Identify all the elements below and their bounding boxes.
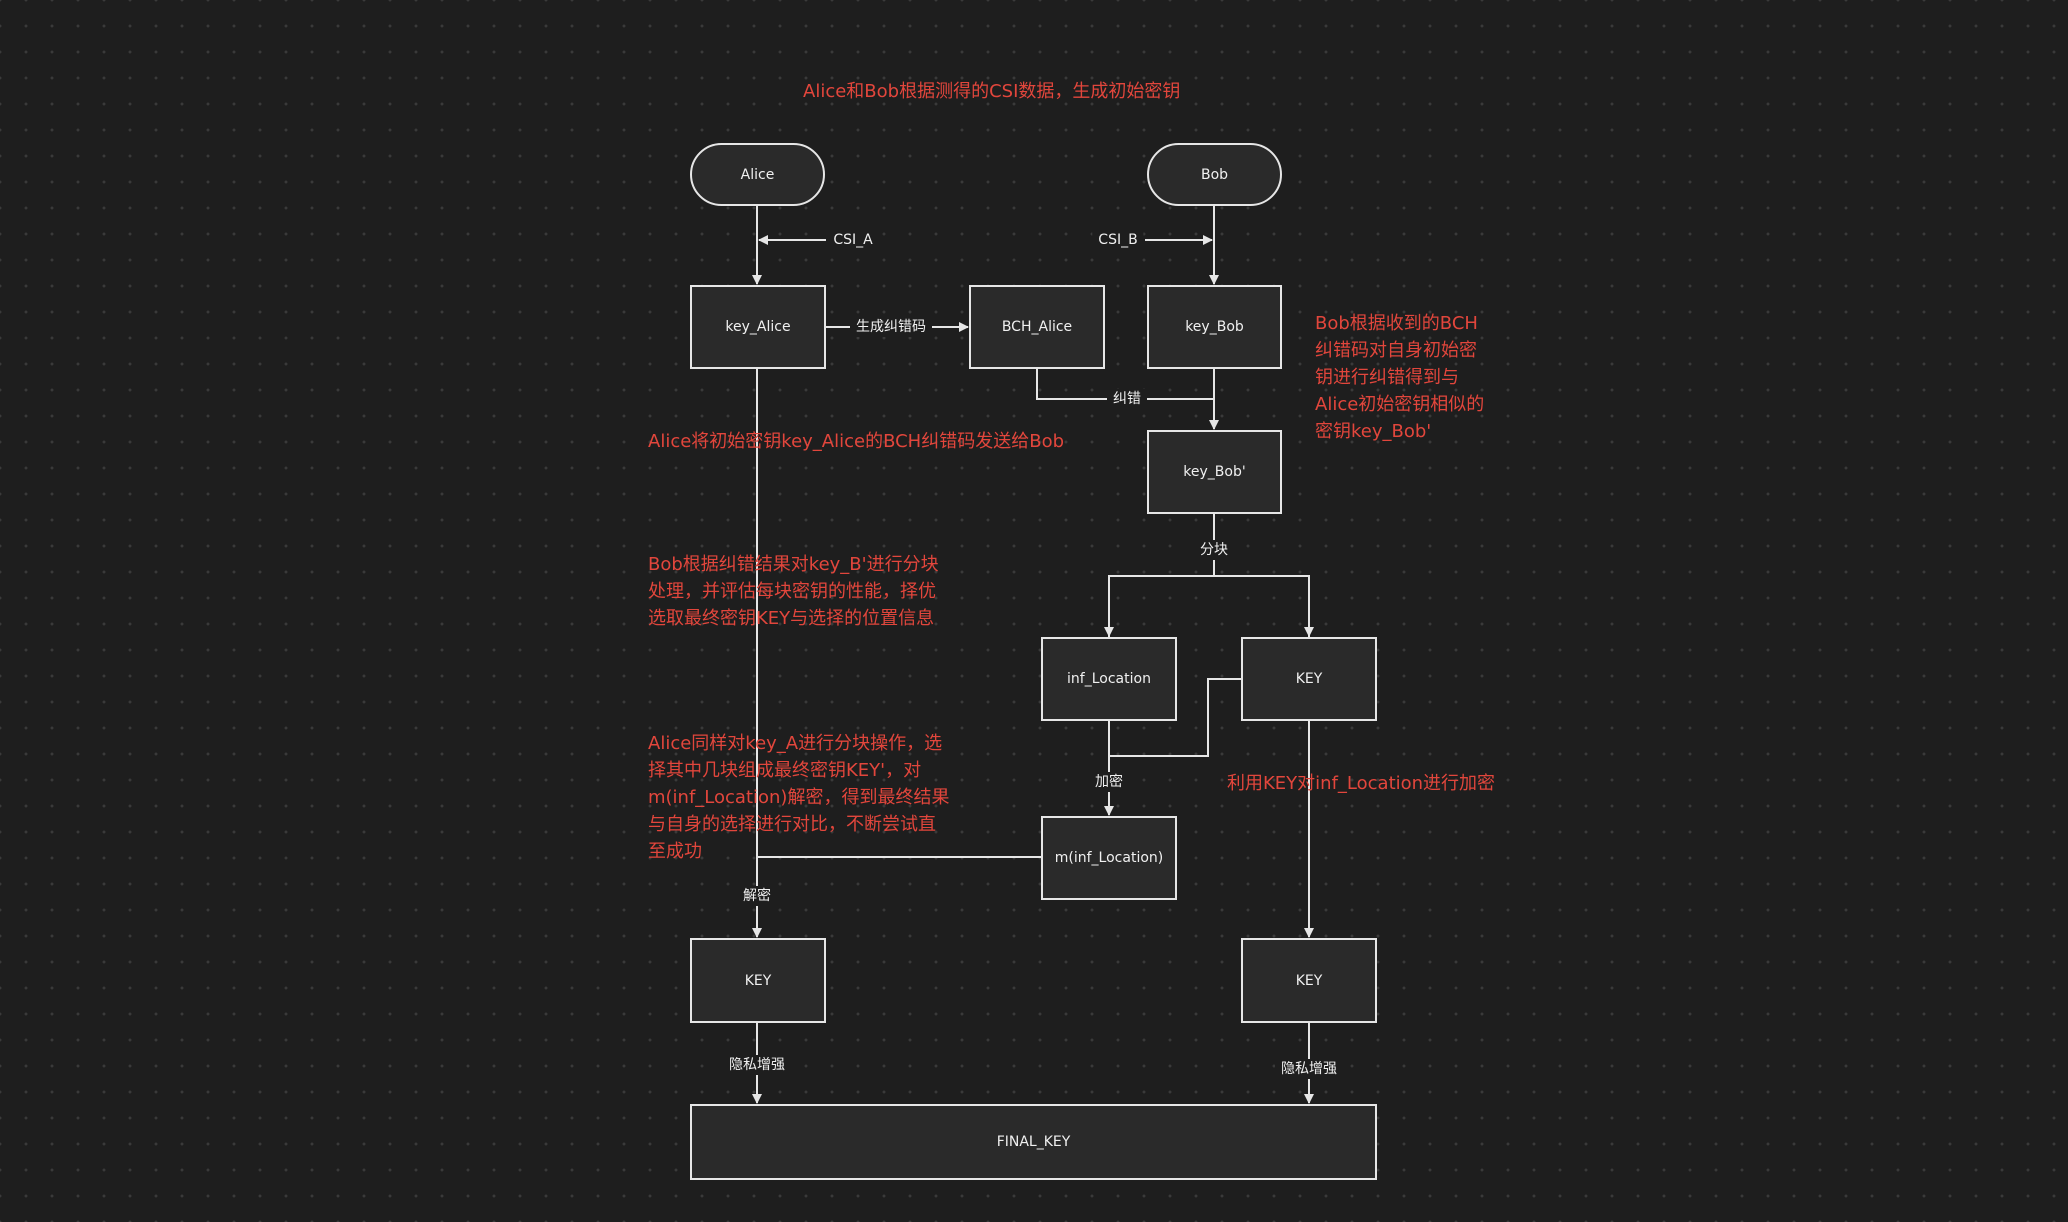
edge-label-privacy-right: 隐私增强 <box>1275 1059 1343 1079</box>
key-bob-node[interactable]: key_Bob <box>1147 285 1282 369</box>
edge-key-to-encrypt <box>1109 678 1241 757</box>
edge-label-csi-a: CSI_A <box>827 230 879 250</box>
alice-node[interactable]: Alice <box>690 143 825 206</box>
bob-split-note-line: Bob根据纠错结果对key_B'进行分块 <box>648 554 939 575</box>
alice-split-note-line: 至成功 <box>648 841 702 862</box>
edge-label-split: 分块 <box>1194 540 1234 560</box>
key-alice-node[interactable]: key_Alice <box>690 285 826 369</box>
edge-label-encrypt: 加密 <box>1089 772 1129 792</box>
alice-split-note: Alice同样对key_A进行分块操作，选 择其中几块组成最终密钥KEY'，对 … <box>648 730 949 865</box>
edge-label-decrypt: 解密 <box>737 886 777 906</box>
encrypt-note: 利用KEY对inf_Location进行加密 <box>1227 773 1496 794</box>
alice-split-note-line: 择其中几块组成最终密钥KEY'，对 <box>648 760 922 781</box>
alice-split-note-line: m(inf_Location)解密，得到最终结果 <box>648 787 950 808</box>
edge-label-privacy-left: 隐私增强 <box>723 1055 791 1075</box>
bob-split-note-line: 选取最终密钥KEY与选择的位置信息 <box>648 608 935 629</box>
bob-split-note: Bob根据纠错结果对key_B'进行分块 处理，并评估每块密钥的性能，择优 选取… <box>648 551 939 632</box>
bob-correct-note-line: 密钥key_Bob' <box>1315 421 1432 442</box>
bob-correct-note-line: 钥进行纠错得到与 <box>1315 367 1459 388</box>
key-right-node[interactable]: KEY <box>1241 637 1377 721</box>
inf-location-node[interactable]: inf_Location <box>1041 637 1177 721</box>
send-bch-note: Alice将初始密钥key_Alice的BCH纠错码发送给Bob <box>648 431 1065 452</box>
bob-correct-note: Bob根据收到的BCH 纠错码对自身初始密 钥进行纠错得到与 Alice初始密钥… <box>1315 310 1484 445</box>
m-inf-location-node[interactable]: m(inf_Location) <box>1041 816 1177 900</box>
edge-label-csi-b: CSI_B <box>1092 230 1144 250</box>
bob-node[interactable]: Bob <box>1147 143 1282 206</box>
edge-split <box>1108 514 1310 637</box>
alice-split-note-line: Alice同样对key_A进行分块操作，选 <box>648 733 943 754</box>
edge-label-correct: 纠错 <box>1107 389 1147 409</box>
bob-correct-note-line: Bob根据收到的BCH <box>1315 313 1478 334</box>
key-bob-prime-node[interactable]: key_Bob' <box>1147 430 1282 514</box>
alice-split-note-line: 与自身的选择进行对比，不断尝试直 <box>648 814 936 835</box>
key-bottom-right-node[interactable]: KEY <box>1241 938 1377 1023</box>
edge-label-generate-ecc: 生成纠错码 <box>850 317 932 337</box>
key-left-node[interactable]: KEY <box>690 938 826 1023</box>
bob-split-note-line: 处理，并评估每块密钥的性能，择优 <box>648 581 936 602</box>
final-key-node[interactable]: FINAL_KEY <box>690 1104 1377 1180</box>
title-note: Alice和Bob根据测得的CSI数据，生成初始密钥 <box>803 81 1181 102</box>
bob-correct-note-line: 纠错码对自身初始密 <box>1315 340 1477 361</box>
edge-correct <box>1036 369 1214 400</box>
bob-correct-note-line: Alice初始密钥相似的 <box>1315 394 1485 415</box>
bch-alice-node[interactable]: BCH_Alice <box>969 285 1105 369</box>
